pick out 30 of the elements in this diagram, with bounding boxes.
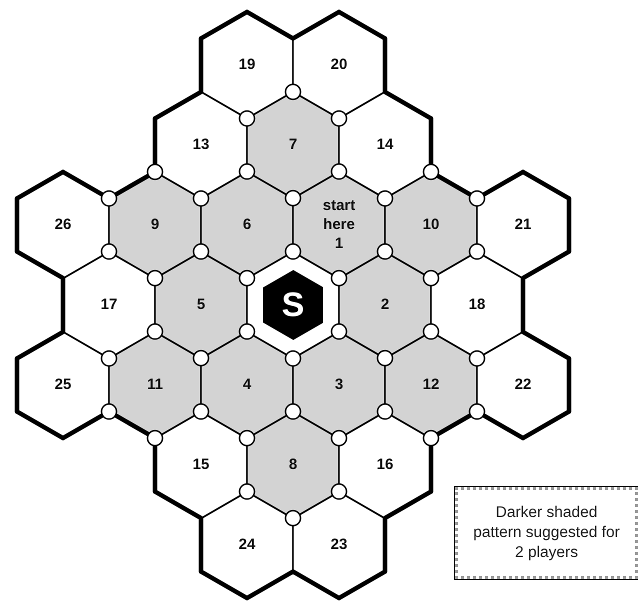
cell-number: 22: [514, 375, 532, 394]
start-letter: S: [282, 288, 304, 322]
cell-number: 11: [146, 375, 164, 394]
cell-number: 15: [192, 455, 210, 474]
cell-number: 4: [242, 375, 252, 394]
cell-number: 2: [380, 295, 390, 314]
cell-number: 12: [422, 375, 440, 394]
note-box: [455, 487, 638, 579]
cell-number: 21: [514, 215, 532, 234]
cell-number: 7: [288, 135, 298, 154]
cell-number: 5: [196, 295, 206, 314]
cell-number: 9: [150, 215, 160, 234]
cell-number: 8: [288, 455, 298, 474]
cell-label: start here: [322, 196, 356, 234]
cell-number: 17: [100, 295, 118, 314]
cell-number: 6: [242, 215, 252, 234]
cell-number: 26: [54, 215, 72, 234]
cell-number: 1: [334, 234, 344, 254]
cell-number: 13: [192, 135, 210, 154]
cell-number: 3: [334, 375, 344, 394]
cell-number: 20: [330, 55, 348, 74]
note-text: Darker shaded pattern suggested for 2 players: [472, 503, 621, 563]
cell-number: 25: [54, 375, 72, 394]
cell-number: 24: [238, 535, 256, 554]
cell-number: 19: [238, 55, 256, 74]
cell-number: 16: [376, 455, 394, 474]
cell-number: 10: [422, 215, 440, 234]
cell-number: 23: [330, 535, 348, 554]
cell-number: 14: [376, 135, 394, 154]
cell-number: 18: [468, 295, 486, 314]
